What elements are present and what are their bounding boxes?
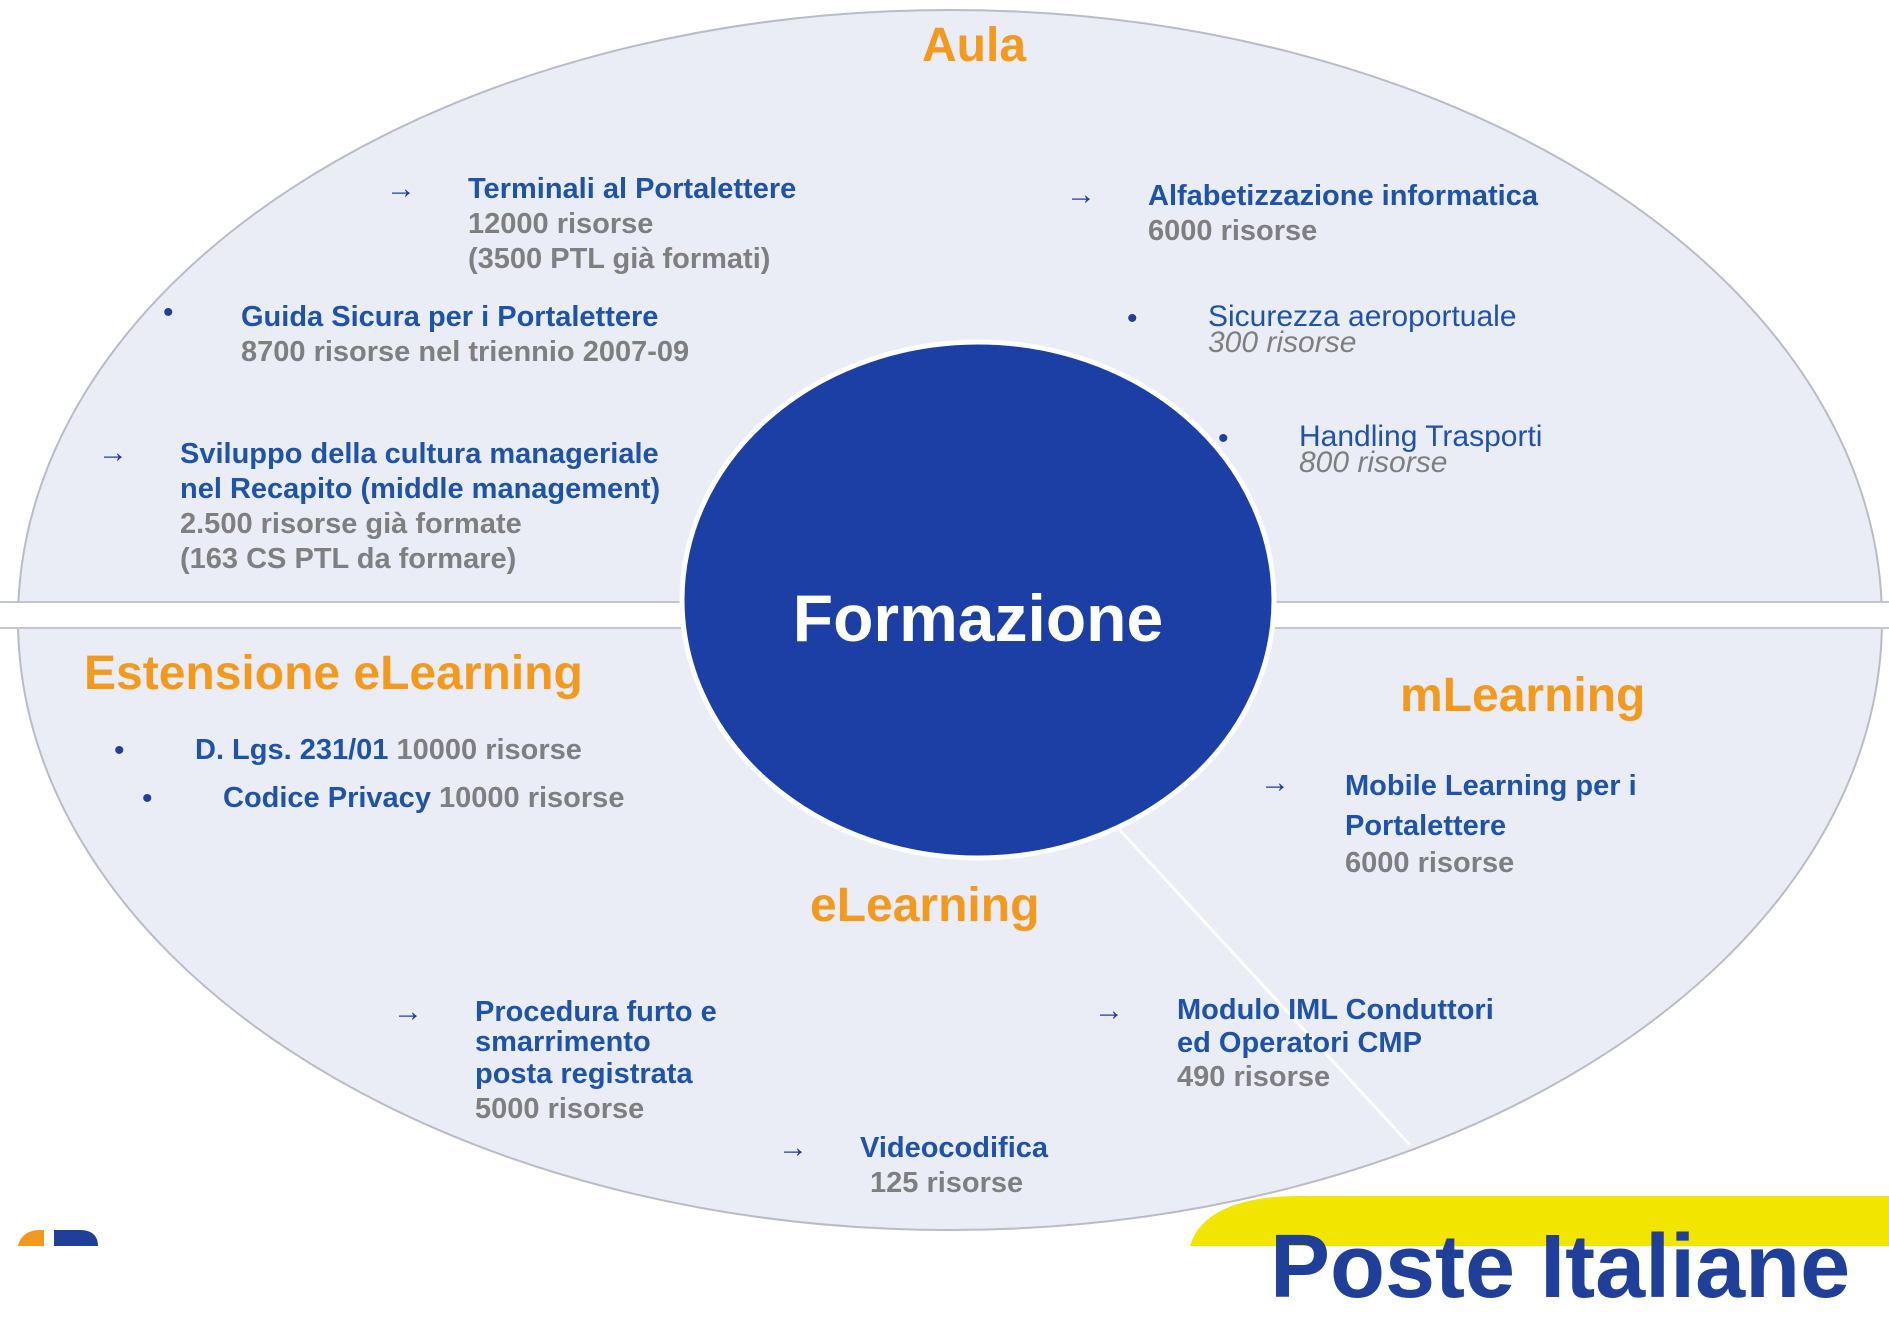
item-title: Mobile Learning per i: [1345, 770, 1637, 802]
item-title: posta registrata: [475, 1058, 693, 1090]
item-title: Sviluppo della cultura manageriale: [180, 438, 659, 470]
arrow-icon: →: [778, 1131, 808, 1164]
item-title: Videocodifica: [860, 1132, 1049, 1164]
item-sicurezza: Sicurezza aeroportuale 300 risorse: [1208, 302, 1517, 358]
section-mlearning: mLearning: [1400, 669, 1646, 722]
item-count: 800 risorse: [1299, 446, 1448, 479]
item-note: (3500 PTL già formati): [468, 243, 771, 275]
logo-mark-icon: [18, 1230, 98, 1246]
item-title: Alfabetizzazione informatica: [1148, 180, 1538, 212]
arrow-icon: →: [98, 436, 128, 469]
center-circle: [679, 339, 1277, 861]
item-title: smarrimento: [475, 1026, 651, 1058]
item-mobile-learning: Mobile Learning per i Portalettere 6000 …: [1345, 766, 1637, 881]
bullet-icon: •: [1127, 302, 1138, 335]
item-title: Procedura furto e: [475, 996, 717, 1028]
item-count: 300 risorse: [1208, 326, 1357, 359]
diagonal-divider: [1116, 826, 1412, 1147]
logo-text: Poste Italiane: [1270, 1217, 1851, 1317]
item-handling: Handling Trasporti 800 risorse: [1299, 422, 1542, 478]
item-count: 2.500 risorse già formate: [180, 508, 522, 540]
item-procedura: Procedura furto e smarrimento posta regi…: [475, 997, 717, 1127]
item-count: 5000 risorse: [475, 1093, 645, 1125]
item-count: 12000 risorse: [468, 208, 654, 240]
center-label: Formazione: [792, 581, 1164, 655]
item-title: Sicurezza aeroportuale: [1208, 300, 1517, 333]
item-count: 490 risorse: [1177, 1061, 1331, 1093]
item-title: Guida Sicura per i Portalettere: [241, 301, 659, 333]
item-note: (163 CS PTL da formare): [180, 543, 517, 575]
bullet-icon: •: [163, 296, 174, 329]
item-title: D. Lgs. 231/01: [195, 734, 389, 766]
item-title: nel Recapito (middle management): [180, 473, 661, 505]
arrow-icon: →: [386, 172, 416, 205]
item-title: Codice Privacy: [223, 782, 431, 814]
item-count: 10000 risorse: [396, 734, 582, 766]
bullet-icon: •: [114, 734, 125, 767]
item-title: Handling Trasporti: [1299, 420, 1543, 453]
item-modulo-iml: Modulo IML Conduttori ed Operatori CMP 4…: [1177, 994, 1494, 1095]
item-title: Portalettere: [1345, 810, 1507, 842]
section-aula: Aula: [922, 19, 1027, 72]
item-count: 8700 risorse nel triennio 2007-09: [241, 336, 690, 368]
section-elearning: eLearning: [810, 879, 1040, 932]
item-terminali: Terminali al Portalettere 12000 risorse …: [468, 172, 796, 277]
diagram-shapes: [0, 9, 1889, 1246]
item-alfabetizzazione: Alfabetizzazione informatica 6000 risors…: [1148, 179, 1538, 249]
item-count: 6000 risorse: [1148, 215, 1318, 247]
bullet-icon: •: [142, 782, 153, 815]
item-sviluppo: Sviluppo della cultura manageriale nel R…: [180, 437, 660, 577]
logo-yellow-shape: [1190, 1196, 1889, 1246]
bullet-icon: •: [1218, 422, 1229, 455]
arrow-icon: →: [1094, 994, 1124, 1027]
section-estensione-elearning: Estensione eLearning: [84, 647, 583, 700]
item-privacy: Codice Privacy 10000 risorse: [223, 782, 624, 815]
item-title: Modulo IML Conduttori: [1177, 994, 1494, 1026]
formazione-diagram: Formazione Aula Estensione eLearning mLe…: [0, 9, 1889, 1312]
arrow-icon: →: [393, 995, 423, 1028]
item-dlgs: D. Lgs. 231/01 10000 risorse: [195, 734, 582, 767]
item-count: 125 risorse: [870, 1167, 1024, 1199]
item-title: ed Operatori CMP: [1177, 1027, 1422, 1059]
item-count: 6000 risorse: [1345, 847, 1515, 879]
arrow-icon: →: [1260, 766, 1290, 799]
item-guida-sicura: Guida Sicura per i Portalettere 8700 ris…: [241, 300, 689, 370]
item-videocodifica: Videocodifica 125 risorse: [860, 1131, 1048, 1201]
item-title: Terminali al Portalettere: [468, 173, 797, 205]
item-count: 10000 risorse: [439, 782, 625, 814]
arrow-icon: →: [1066, 178, 1096, 211]
